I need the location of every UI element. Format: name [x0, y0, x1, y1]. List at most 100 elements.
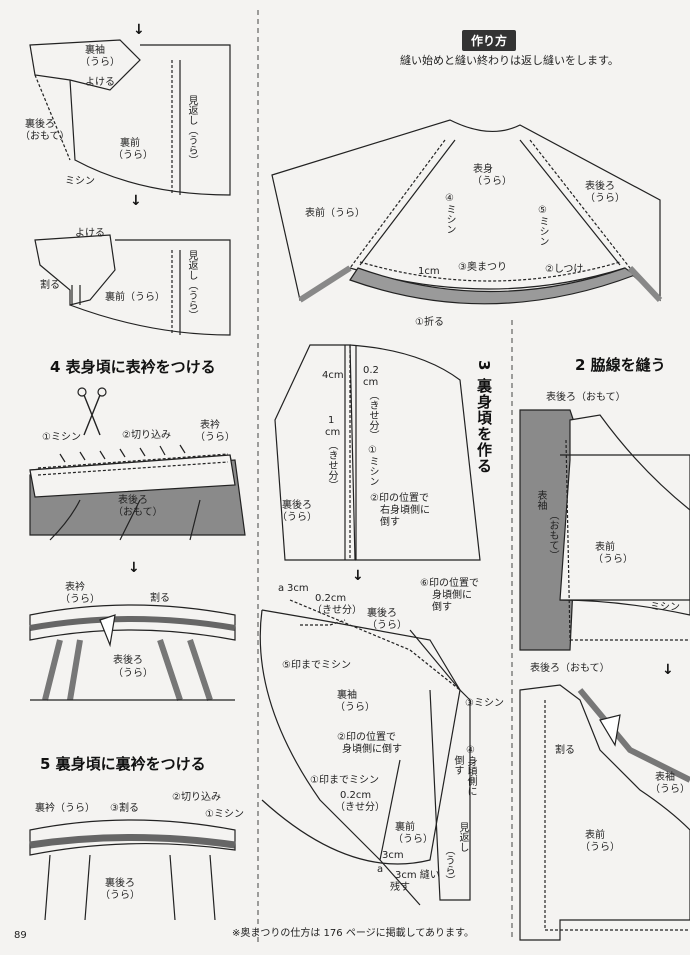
down-arrow-icon: ↓: [133, 22, 145, 38]
label: （うら）: [277, 512, 317, 523]
label: 1cm: [418, 266, 440, 277]
label: （うら）: [580, 842, 620, 853]
down-arrow-icon: ↓: [352, 568, 364, 584]
diagram-sleeve-assembly: [259, 599, 471, 906]
label: 表前（うら）: [305, 208, 365, 219]
step3-title: 3 裏身頃を作る: [475, 360, 493, 474]
label: （おもて）: [113, 507, 163, 518]
section-badge: 作り方: [462, 30, 517, 51]
label: 裏前: [395, 822, 415, 833]
label: 倒す: [380, 517, 400, 528]
down-arrow-icon: ↓: [130, 193, 142, 209]
label: ⑤印までミシン: [282, 660, 351, 671]
diagram-lining-front-2: [34, 234, 231, 336]
label: 倒す: [432, 602, 452, 613]
label: 裏後ろ: [105, 878, 135, 889]
label: 右身頃側に: [380, 505, 430, 516]
label: 表後ろ（おもて）: [546, 392, 626, 403]
label: 残す: [390, 882, 410, 893]
label: 3cm: [382, 850, 404, 861]
label: ③割る: [110, 803, 139, 814]
label: ①ミシン: [205, 809, 244, 820]
label: ④ミシン: [444, 193, 455, 234]
label: ミシン: [65, 176, 95, 187]
down-arrow-icon: ↓: [128, 560, 140, 576]
label: 表袖: [535, 490, 546, 510]
label: よける: [85, 77, 115, 88]
label: 表後ろ: [585, 181, 615, 192]
label: 裏後ろ: [367, 608, 397, 619]
label: 身頃側に倒す: [342, 744, 402, 755]
label: （きせ分）: [367, 390, 378, 440]
label: ④身頃側に: [465, 745, 476, 796]
label: （きせ分）: [312, 605, 362, 616]
label: ②しつけ: [545, 264, 584, 275]
label: 割る: [555, 745, 575, 756]
label: 表後ろ: [113, 655, 143, 666]
label: ②切り込み: [172, 792, 221, 803]
diagram-step4-seam: [29, 604, 236, 701]
label: 表身: [473, 164, 493, 175]
diagram-step3: [274, 344, 481, 561]
label: （うら）: [80, 57, 120, 68]
label: 表衿: [200, 420, 220, 431]
label: ③奥まつり: [458, 262, 507, 273]
label: 裏前（うら）: [105, 292, 165, 303]
label: 表袖: [655, 772, 675, 783]
label: 表前: [585, 830, 605, 841]
step5-title: 5 裏身頃に裏衿をつける: [40, 755, 206, 773]
diagram-collar-fan: [271, 119, 663, 305]
label: 0.2cm: [340, 790, 372, 801]
label: （きせ分）: [335, 802, 385, 813]
label: （うら）: [443, 845, 454, 885]
label: （うら）: [60, 594, 100, 605]
diagram-lining-front-1: [29, 39, 231, 196]
label: （おもて）: [547, 510, 558, 560]
label-facing: 見返し（うら）: [186, 95, 197, 165]
label: cm: [325, 427, 341, 438]
label: 裏後ろ: [282, 500, 312, 511]
label: （おもて）: [20, 131, 70, 142]
label: 割る: [40, 280, 60, 291]
label: （うら）: [472, 176, 512, 187]
label: 1: [328, 415, 335, 426]
label: ①折る: [415, 317, 444, 328]
footer-note: ※奥まつりの仕方は 176 ページに掲載してあります。: [232, 928, 475, 939]
label: （うら）: [113, 150, 153, 161]
label: （うら）: [100, 890, 140, 901]
label: 倒す: [452, 755, 463, 775]
label: 表衿: [65, 582, 85, 593]
label: 0.2: [363, 365, 379, 376]
label: 身頃側に: [432, 590, 472, 601]
step4-title: 4 表身頃に表衿をつける: [50, 358, 216, 376]
label: a: [377, 864, 384, 875]
label: ②印の位置で: [337, 732, 396, 743]
diagram-step2-bottom: [519, 684, 690, 941]
label: （きせ分）: [326, 440, 337, 490]
label: 0.2cm: [315, 593, 347, 604]
label: 表前: [595, 542, 615, 553]
label: 裏前: [120, 138, 140, 149]
label: 割る: [150, 593, 170, 604]
label: 表後ろ（おもて）: [530, 663, 610, 674]
diagram-step2-top: [519, 409, 690, 651]
label: （うら）: [585, 193, 625, 204]
label: ⑥印の位置で: [420, 578, 479, 589]
down-arrow-icon: ↓: [662, 662, 674, 678]
label: 3cm: [287, 583, 309, 594]
label: ①ミシン: [42, 432, 81, 443]
label: （うら）: [393, 834, 433, 845]
diagram-step5: [29, 819, 236, 921]
label: 4cm: [322, 370, 344, 381]
label: よける: [75, 228, 105, 239]
label: cm: [363, 377, 379, 388]
label: （うら）: [113, 668, 153, 679]
label-facing: 見返し（うら）: [186, 250, 197, 320]
label: （うら）: [367, 620, 407, 631]
label: ⑤ミシン: [537, 205, 548, 246]
label: （うら）: [195, 432, 235, 443]
label: 裏袖: [85, 45, 105, 56]
label: 表後ろ: [118, 495, 148, 506]
label: 3cm 縫い: [395, 870, 440, 881]
